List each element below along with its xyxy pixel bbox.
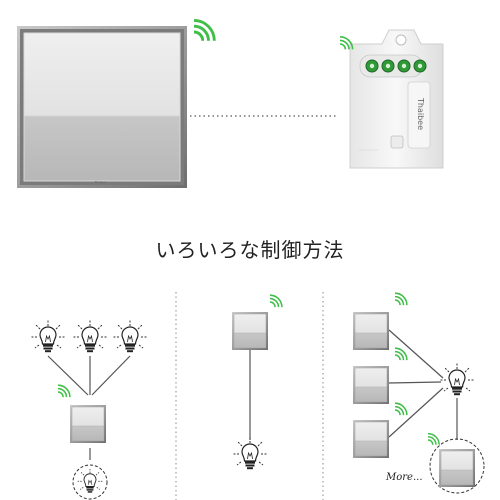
light-bulb-icon xyxy=(112,319,148,353)
wall-switch-icon xyxy=(17,26,187,188)
wireless-signal-icon xyxy=(394,402,408,416)
dashed-circle-icon xyxy=(72,464,108,500)
wiring-lines xyxy=(47,355,131,460)
light-bulb-icon xyxy=(232,436,268,470)
wall-switch-icon xyxy=(352,311,390,351)
wall-switch-icon xyxy=(352,365,390,405)
wall-switch-icon xyxy=(352,419,390,459)
dashed-circle-icon xyxy=(429,438,485,494)
wiring-lines xyxy=(388,329,458,440)
wireless-signal-icon xyxy=(57,384,71,398)
terminal-leds xyxy=(365,59,427,73)
light-bulb-icon xyxy=(30,319,66,353)
wireless-signal-icon xyxy=(269,294,283,308)
wireless-signal-icon xyxy=(394,292,408,306)
wall-switch-icon xyxy=(438,448,476,488)
light-bulb-icon xyxy=(76,468,104,494)
page-caption: いろいろな制御方法 xyxy=(155,238,345,262)
wireless-signal-icon xyxy=(427,432,440,446)
light-bulb-icon xyxy=(72,319,108,353)
wall-switch-icon xyxy=(69,404,107,444)
brand-label: Thaibee xyxy=(416,97,425,130)
wall-switch-icon xyxy=(231,311,269,351)
receiver-module-icon xyxy=(349,29,444,169)
more-label: More... xyxy=(386,472,423,483)
switch-brand-mark: Thaibee xyxy=(94,180,107,184)
wireless-signal-icon xyxy=(394,347,408,361)
wireless-signal-icon xyxy=(193,18,216,41)
light-bulb-icon xyxy=(439,362,475,396)
